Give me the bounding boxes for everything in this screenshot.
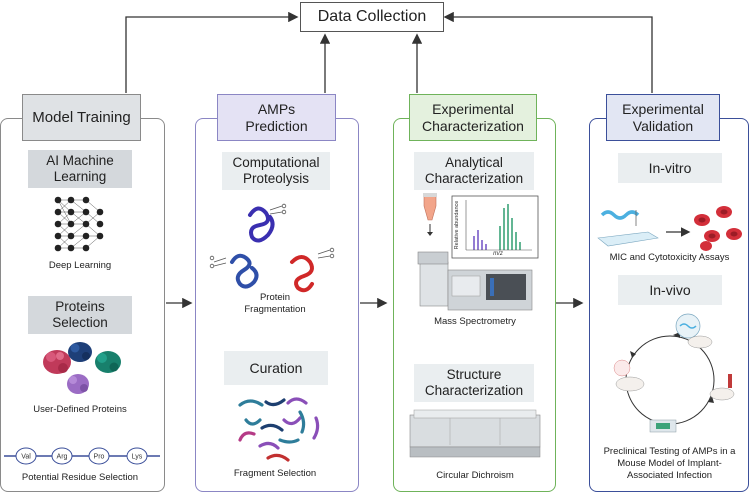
mass-spectrometry-label: Mass Spectrometry bbox=[434, 316, 516, 327]
experimental-validation-header: Experimental Validation bbox=[606, 94, 720, 141]
residue-label: Val bbox=[21, 454, 31, 461]
residue-node-arg: Arg bbox=[51, 447, 73, 465]
experimental-characterization-header: Experimental Characterization bbox=[409, 94, 537, 141]
model-training-header: Model Training bbox=[22, 94, 141, 141]
residue-node-lys: Lys bbox=[126, 447, 148, 465]
analytical-characterization-box: Analytical Characterization bbox=[414, 152, 534, 190]
deep-learning-label: Deep Learning bbox=[48, 260, 112, 271]
curation-box: Curation bbox=[224, 351, 328, 385]
preclinical-testing-label: Preclinical Testing of AMPs in a Mouse M… bbox=[603, 446, 736, 481]
residue-label: Lys bbox=[132, 454, 143, 461]
spectrum-xlabel: m/z bbox=[493, 251, 503, 257]
potential-residue-selection-label: Potential Residue Selection bbox=[21, 472, 139, 483]
computational-proteolysis-box: Computational Proteolysis bbox=[222, 152, 330, 190]
residue-label: Pro bbox=[94, 454, 105, 461]
circular-dichroism-label: Circular Dichroism bbox=[436, 470, 514, 481]
user-defined-proteins-label: User-Defined Proteins bbox=[33, 404, 127, 415]
protein-fragmentation-label: Protein Fragmentation bbox=[244, 292, 306, 315]
residue-node-pro: Pro bbox=[88, 447, 110, 465]
amps-prediction-header: AMPs Prediction bbox=[217, 94, 336, 141]
data-collection-title: Data Collection bbox=[300, 2, 444, 32]
fragment-selection-label: Fragment Selection bbox=[233, 468, 317, 479]
ai-machine-learning-box: AI Machine Learning bbox=[28, 150, 132, 188]
mic-cytotoxicity-label: MIC and Cytotoxicity Assays bbox=[609, 252, 730, 263]
structure-characterization-box: Structure Characterization bbox=[414, 364, 534, 402]
proteins-selection-box: Proteins Selection bbox=[28, 296, 132, 334]
residue-node-val: Val bbox=[15, 447, 37, 465]
residue-label: Arg bbox=[57, 454, 68, 461]
in-vivo-box: In-vivo bbox=[618, 275, 722, 305]
in-vitro-box: In-vitro bbox=[618, 153, 722, 183]
